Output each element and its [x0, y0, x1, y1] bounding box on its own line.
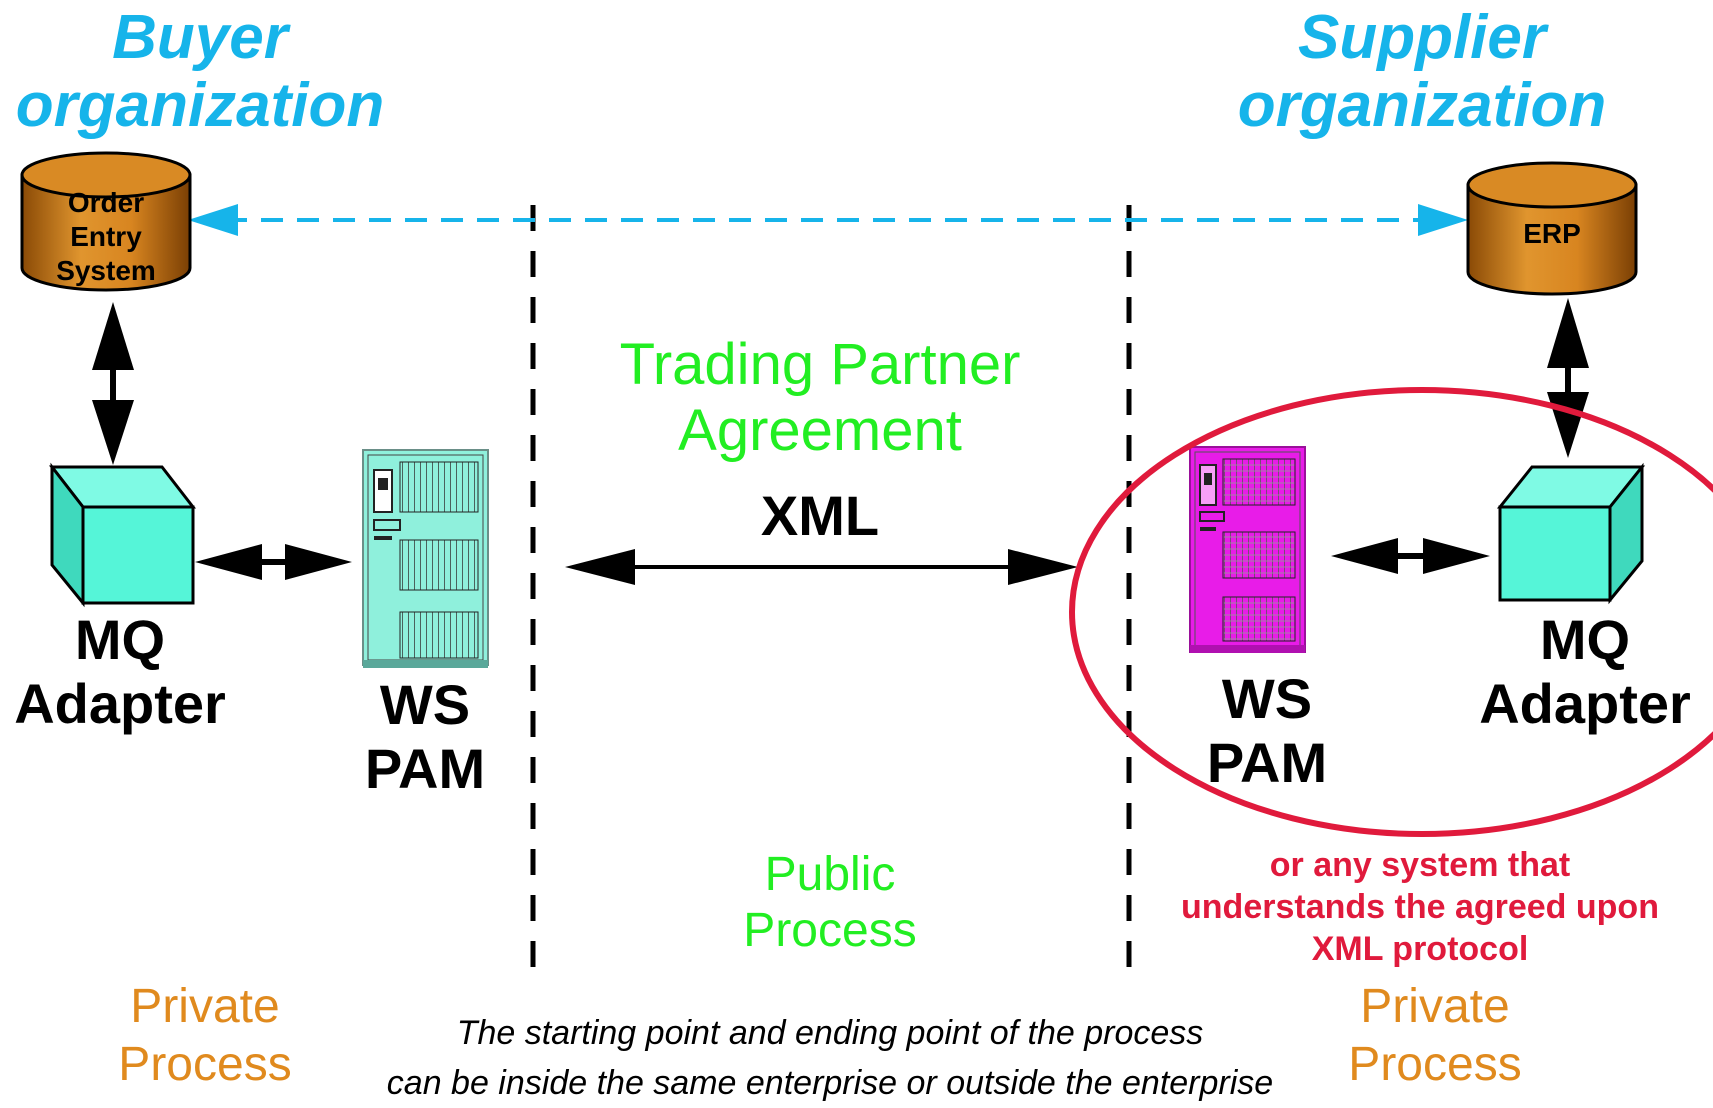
buyer-server-icon: [362, 449, 489, 668]
buyer-database-label: Order Entry System: [36, 186, 176, 288]
supplier-server-line2: PAM: [1206, 731, 1328, 794]
supplier-org-line1: Supplier: [1297, 3, 1547, 72]
supplier-server-icon: [1189, 446, 1306, 653]
supplier-server-adapter-arrow: [1331, 538, 1490, 574]
buyer-private-process: Private Process: [80, 978, 330, 1094]
highlight-ellipse: [1069, 387, 1713, 837]
database-link-arrow: [188, 204, 1468, 236]
supplier-adapter-label: MQ Adapter: [1465, 608, 1705, 736]
supplier-db-adapter-arrow: [1547, 298, 1589, 458]
xml-label: XML: [760, 484, 880, 547]
public-process-label: Public Process: [700, 847, 960, 959]
public-line1: Public: [764, 848, 896, 901]
buyer-server-line1: WS: [379, 673, 471, 736]
agreement-line1: Trading Partner: [619, 332, 1021, 397]
buyer-adapter-label: MQ Adapter: [0, 608, 240, 736]
supplier-adapter-line2: Adapter: [1479, 672, 1691, 735]
footer-line1: The starting point and ending point of t…: [456, 1014, 1204, 1052]
supplier-note-line2: understands the agreed upon: [1181, 888, 1659, 926]
supplier-database-cylinder: [1466, 161, 1638, 296]
supplier-system-note: or any system that understands the agree…: [1130, 844, 1710, 970]
buyer-server-label: WS PAM: [345, 673, 505, 801]
buyer-database-cylinder: [20, 151, 192, 292]
supplier-org-title: Supplier organization: [1222, 4, 1622, 140]
supplier-private-line1: Private: [1360, 980, 1510, 1033]
trading-partner-agreement: Trading Partner Agreement: [560, 332, 1080, 464]
supplier-adapter-cube: [1496, 462, 1646, 605]
buyer-private-line2: Process: [118, 1038, 292, 1091]
buyer-database-line1: Order: [67, 187, 145, 218]
supplier-adapter-line1: MQ: [1539, 608, 1631, 671]
buyer-server-line2: PAM: [364, 737, 486, 800]
supplier-database-label: ERP: [1523, 218, 1581, 249]
buyer-database-line2: Entry: [70, 221, 142, 252]
buyer-org-title: Buyer organization: [0, 4, 400, 140]
footer-line2: can be inside the same enterprise or out…: [386, 1064, 1274, 1102]
footer-note: The starting point and ending point of t…: [320, 1008, 1340, 1108]
supplier-note-line1: or any system that: [1269, 846, 1571, 884]
buyer-private-line1: Private: [130, 980, 280, 1033]
buyer-org-line2: organization: [15, 71, 385, 140]
xml-exchange-arrow: [565, 549, 1078, 585]
supplier-private-line2: Process: [1348, 1038, 1522, 1091]
supplier-private-process: Private Process: [1310, 978, 1560, 1094]
buyer-adapter-line1: MQ: [74, 608, 166, 671]
agreement-line2: Agreement: [678, 398, 962, 463]
buyer-adapter-cube: [48, 462, 197, 608]
buyer-db-adapter-arrow: [92, 302, 134, 465]
buyer-adapter-line2: Adapter: [14, 672, 226, 735]
buyer-database-line3: System: [56, 255, 156, 286]
buyer-org-line1: Buyer: [112, 3, 288, 72]
supplier-server-line1: WS: [1221, 667, 1313, 730]
public-line2: Process: [743, 904, 917, 957]
supplier-note-line3: XML protocol: [1311, 930, 1529, 968]
supplier-server-label: WS PAM: [1187, 667, 1347, 795]
buyer-adapter-server-arrow: [195, 544, 352, 580]
supplier-org-line2: organization: [1237, 71, 1607, 140]
